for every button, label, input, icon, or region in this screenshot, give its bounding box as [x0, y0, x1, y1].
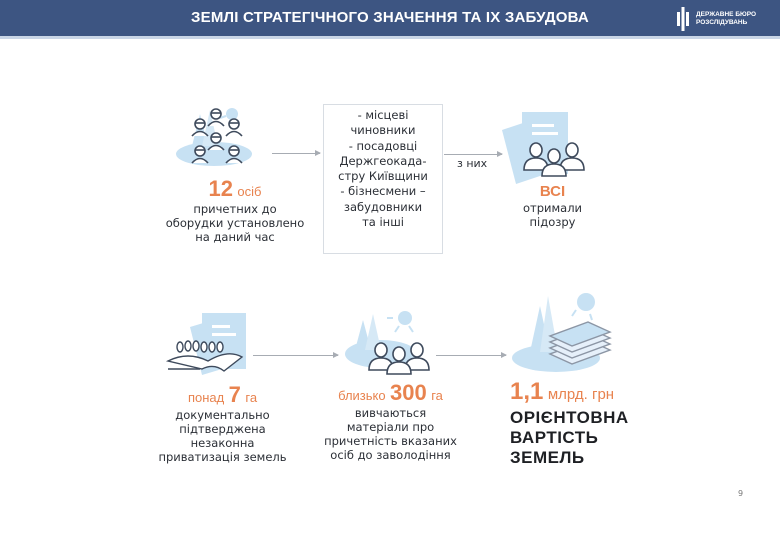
- desc-line: підозру: [529, 215, 576, 229]
- investigated-prefix: близько: [338, 388, 386, 403]
- value-stat: 1,1 млрд. грн: [510, 378, 650, 406]
- landscape-people-icon: [343, 306, 443, 386]
- suspects-block: ВСІ отримали підозру: [505, 183, 600, 229]
- desc-line: причетних до: [193, 202, 277, 216]
- group-of-people-icon: [172, 96, 272, 178]
- logo-line-1: ДЕРЖАВНЕ БЮРО: [696, 11, 756, 18]
- desc-line: отримали: [522, 201, 583, 215]
- handshake-document-icon: [160, 305, 260, 385]
- money-stack-landscape-icon: [510, 290, 620, 380]
- arrow-label: з них: [457, 157, 488, 170]
- persons-block: 12 осіб причетних до оборудки установлен…: [160, 176, 310, 244]
- suspects-stat: ВСІ: [505, 183, 600, 201]
- arrow-right: [253, 352, 339, 358]
- list-line: чиновники: [350, 123, 416, 138]
- privatized-description: документально підтверджена незаконна при…: [150, 408, 295, 464]
- slide-header: ЗЕМЛІ СТРАТЕГІЧНОГО ЗНАЧЕННЯ ТА ІХ ЗАБУД…: [0, 0, 780, 39]
- caption-line: ВАРТІСТЬ: [510, 428, 599, 447]
- privatized-prefix: понад: [187, 390, 225, 405]
- page-number: 9: [738, 489, 744, 498]
- list-line: - місцеві: [357, 108, 409, 122]
- desc-line: оборудки установлено: [165, 216, 305, 230]
- desc-line: на даний час: [195, 230, 275, 244]
- documents-with-people-icon: [502, 110, 592, 186]
- investigated-description: вивчаються матеріали про причетність вка…: [318, 406, 463, 462]
- list-line: та інші: [362, 215, 404, 230]
- list-line: - посадовці: [348, 138, 418, 153]
- persons-number: 12: [208, 176, 233, 201]
- desc-line: незаконна: [190, 436, 255, 450]
- arrow-right: [444, 151, 503, 157]
- caption-line: ЗЕМЕЛЬ: [510, 448, 585, 467]
- value-caption: ОРІЄНТОВНА ВАРТІСТЬ ЗЕМЕЛЬ: [510, 408, 650, 468]
- arrow-right: [436, 352, 507, 358]
- desc-line: вивчаються: [354, 406, 427, 420]
- slide-title: ЗЕМЛІ СТРАТЕГІЧНОГО ЗНАЧЕННЯ ТА ІХ ЗАБУД…: [191, 9, 589, 26]
- suspects-number: ВСІ: [539, 183, 566, 200]
- persons-unit: осіб: [237, 184, 262, 199]
- investigated-number: 300: [390, 380, 427, 405]
- investigated-stat: близько 300 га: [318, 380, 463, 406]
- value-block: 1,1 млрд. грн ОРІЄНТОВНА ВАРТІСТЬ ЗЕМЕЛЬ: [510, 378, 650, 468]
- investigated-block: близько 300 га вивчаються матеріали про …: [318, 380, 463, 462]
- dbr-emblem-icon: [677, 7, 689, 31]
- desc-line: осіб до заволодіння: [330, 448, 451, 462]
- privatized-unit: га: [245, 390, 258, 405]
- privatized-number: 7: [228, 382, 241, 407]
- list-line: стру Київщини: [338, 169, 428, 184]
- privatized-stat: понад 7 га: [150, 382, 295, 408]
- value-unit: млрд. грн: [547, 386, 615, 403]
- persons-description: причетних до оборудки установлено на дан…: [160, 202, 310, 244]
- suspects-description: отримали підозру: [505, 201, 600, 229]
- investigated-unit: га: [431, 388, 443, 403]
- list-line: забудовники: [343, 199, 423, 214]
- desc-line: приватизація земель: [158, 450, 287, 464]
- persons-stat: 12 осіб: [160, 176, 310, 202]
- logo-text: ДЕРЖАВНЕ БЮРО РОЗСЛІДУВАНЬ: [696, 11, 756, 27]
- desc-line: документально: [175, 408, 270, 422]
- desc-line: матеріали про: [346, 420, 435, 434]
- value-number: 1,1: [510, 378, 544, 405]
- arrow-right: [272, 150, 321, 156]
- participants-list-box: - місцеві чиновники - посадовці Держгеок…: [323, 104, 443, 254]
- privatized-block: понад 7 га документально підтверджена не…: [150, 382, 295, 464]
- dbr-logo: ДЕРЖАВНЕ БЮРО РОЗСЛІДУВАНЬ: [676, 6, 776, 32]
- logo-line-2: РОЗСЛІДУВАНЬ: [696, 19, 748, 26]
- caption-line: ОРІЄНТОВНА: [510, 408, 629, 427]
- desc-line: причетність вказаних: [324, 434, 457, 448]
- list-line: Держгеокада-: [339, 153, 427, 168]
- list-line: - бізнесмени –: [340, 184, 426, 199]
- desc-line: підтверджена: [179, 422, 266, 436]
